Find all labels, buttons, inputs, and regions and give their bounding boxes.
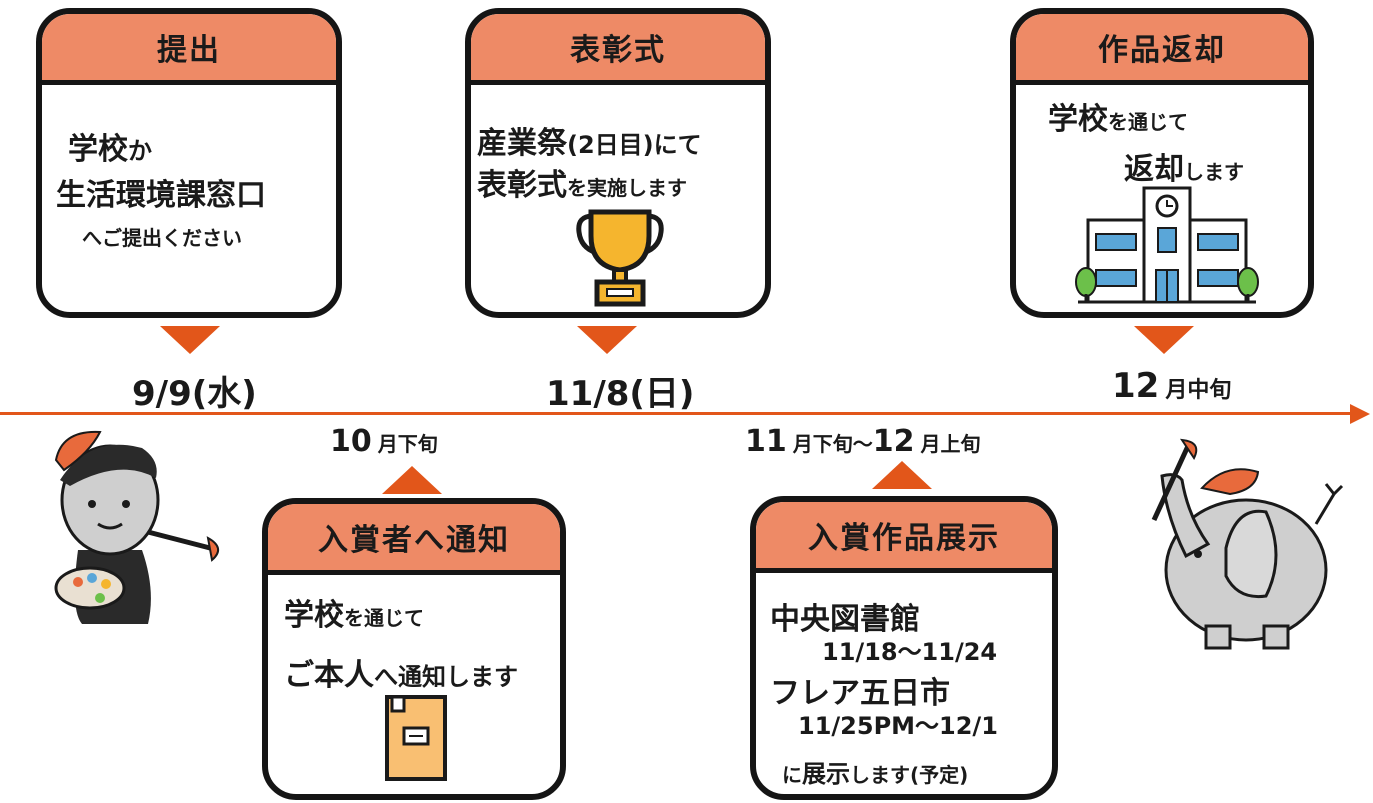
timeline-line <box>0 412 1352 415</box>
notify-line-2: ご本人へ通知します <box>284 658 518 693</box>
card-notify-title: 入賞者へ通知 <box>268 504 560 575</box>
date-submit: 9/9(水) <box>132 374 257 414</box>
submit-line-2: 生活環境課窓口 <box>56 178 266 213</box>
card-submit: 提出 学校か 生活環境課窓口 へご提出ください <box>36 8 342 318</box>
exhibit-footer: に展示します(予定) <box>782 760 969 788</box>
card-return: 作品返却 学校を通じて 返却します <box>1010 8 1314 318</box>
submit-line-1: 学校か <box>68 132 152 167</box>
card-exhibit: 入賞作品展示 中央図書館 11/18～11/24 フレア五日市 11/25PM～… <box>750 496 1058 800</box>
exhibit-venue-2: フレア五日市 <box>770 676 950 711</box>
award-line-2: 表彰式を実施します <box>477 168 687 203</box>
school-building-icon <box>1075 186 1259 304</box>
submit-pointer <box>160 326 220 354</box>
exhibit-venue-1: 中央図書館 <box>770 602 920 637</box>
return-line-1: 学校を通じて <box>1048 102 1188 137</box>
submit-line-3: へご提出ください <box>82 226 242 250</box>
card-return-title: 作品返却 <box>1016 14 1308 85</box>
award-line-1: 産業祭(2日目)にて <box>477 126 702 161</box>
exhibit-dates-2: 11/25PM～12/1 <box>798 712 998 740</box>
envelope-icon <box>385 695 447 781</box>
exhibit-pointer <box>872 461 932 489</box>
card-submit-title: 提出 <box>42 14 336 85</box>
return-line-2: 返却します <box>1124 152 1244 187</box>
notify-line-1: 学校を通じて <box>284 598 424 633</box>
card-notify: 入賞者へ通知 学校を通じて ご本人へ通知します <box>262 498 566 800</box>
card-award: 表彰式 産業祭(2日目)にて 表彰式を実施します <box>465 8 771 318</box>
timeline-arrowhead <box>1350 404 1370 424</box>
card-exhibit-title: 入賞作品展示 <box>756 502 1052 573</box>
return-pointer <box>1134 326 1194 354</box>
award-pointer <box>577 326 637 354</box>
exhibit-dates-1: 11/18～11/24 <box>822 638 998 666</box>
trophy-icon <box>576 209 664 307</box>
date-award: 11/8(日) <box>546 374 695 414</box>
notify-pointer <box>382 466 442 494</box>
elephant-painter-illustration <box>1151 438 1344 650</box>
painter-character-illustration <box>54 430 219 624</box>
card-award-title: 表彰式 <box>471 14 765 85</box>
